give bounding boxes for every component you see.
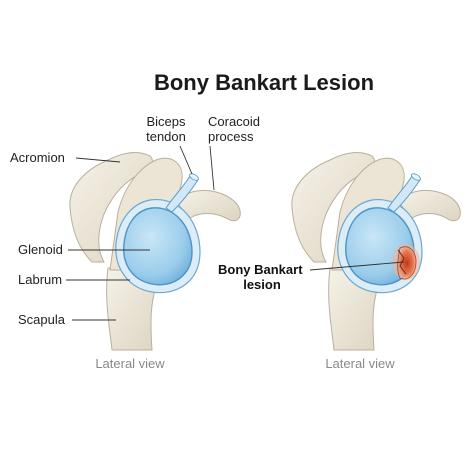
diagram-title: Bony Bankart Lesion bbox=[154, 70, 374, 95]
leader-bankart-lesion bbox=[309, 261, 405, 271]
left-biceps-tendon-end bbox=[189, 173, 199, 181]
label-coracoid-line1: Coracoid bbox=[208, 114, 260, 129]
leader-coracoid bbox=[209, 145, 215, 191]
caption-left-view: Lateral view bbox=[95, 356, 165, 371]
label-scapula: Scapula bbox=[18, 312, 66, 327]
right-biceps-tendon-end bbox=[411, 173, 421, 181]
leader-acromion bbox=[75, 157, 121, 163]
right-shoulder bbox=[291, 152, 461, 351]
left-shoulder bbox=[69, 152, 241, 351]
label-acromion: Acromion bbox=[10, 150, 65, 165]
caption-right-view: Lateral view bbox=[325, 356, 395, 371]
leader-biceps-tendon bbox=[179, 145, 193, 175]
left-coracoid-bone bbox=[175, 189, 241, 222]
right-coracoid-bone bbox=[397, 189, 461, 222]
label-glenoid: Glenoid bbox=[18, 242, 63, 257]
label-bankart-lesion-line2: lesion bbox=[243, 277, 281, 292]
label-biceps-tendon-line2: tendon bbox=[146, 129, 186, 144]
label-coracoid-line2: process bbox=[208, 129, 254, 144]
bankart-lesion bbox=[397, 246, 417, 280]
label-bankart-lesion-line1: Bony Bankart bbox=[218, 262, 303, 277]
label-labrum: Labrum bbox=[18, 272, 62, 287]
label-biceps-tendon-line1: Biceps bbox=[146, 114, 186, 129]
left-glenoid bbox=[123, 207, 193, 286]
